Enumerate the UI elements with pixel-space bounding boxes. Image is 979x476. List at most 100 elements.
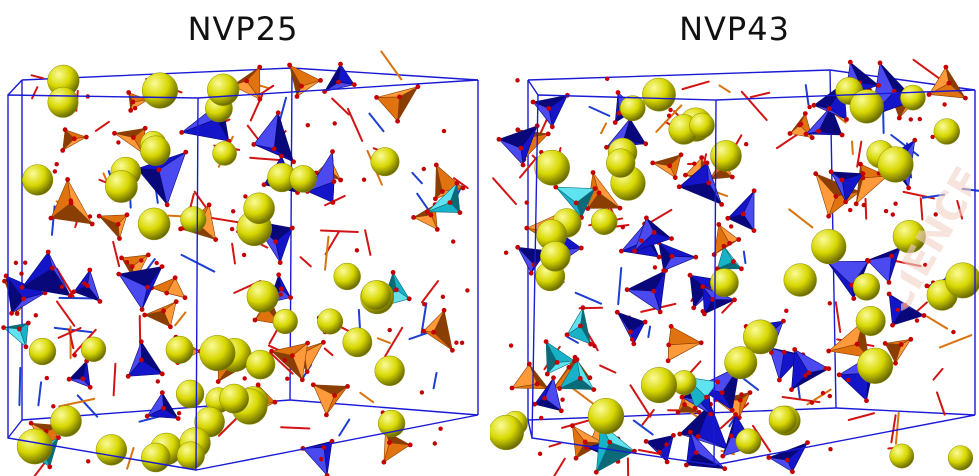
sodium-sphere [710, 268, 739, 297]
orange-polyhedron [48, 177, 95, 227]
blue-polyhedron [144, 390, 181, 421]
sodium-sphere [245, 349, 276, 380]
panel-nvp25: NVP25 [0, 0, 486, 476]
sodium-sphere [900, 84, 926, 111]
blue-polyhedron [656, 240, 699, 273]
sodium-sphere [783, 263, 817, 297]
sodium-sphere [180, 206, 207, 233]
orange-polyhedron [882, 336, 914, 366]
blue-polyhedron [66, 358, 93, 390]
sodium-sphere [377, 409, 406, 438]
orange-polyhedron [665, 324, 704, 364]
cyan-polyhedron [557, 357, 597, 392]
cell-frame-front [531, 89, 976, 466]
orange-polyhedron [310, 382, 350, 418]
cyan-polyhedron [543, 339, 577, 377]
sodium-sphere [50, 405, 82, 437]
orange-polyhedron [142, 299, 179, 330]
sodium-sphere [289, 165, 317, 193]
oxygen-atoms [503, 76, 956, 456]
sodium-sphere [811, 229, 847, 265]
sodium-sphere [272, 308, 298, 335]
sodium-sphere [175, 379, 205, 409]
sodium-sphere [735, 428, 762, 455]
sodium-sphere [317, 308, 344, 335]
sodium-sphere [947, 445, 974, 471]
sodium-sphere [857, 347, 894, 384]
cyan-polyhedron [715, 243, 744, 272]
orange-polyhedron [269, 340, 310, 383]
sodium-sphere [892, 220, 926, 254]
blue-polyhedron [643, 433, 676, 465]
orange-polyhedron [374, 84, 421, 124]
cell-frame-front [7, 79, 479, 471]
svg-text:SCIENCE: SCIENCE [901, 159, 971, 347]
orange-polyhedron [421, 307, 455, 353]
cyan-polyhedron [1, 320, 31, 350]
blue-polyhedron [789, 347, 832, 393]
sodium-sphere [374, 355, 405, 386]
sodium-sphere [933, 118, 960, 145]
panel-title: NVP25 [187, 10, 299, 48]
sodium-sphere [855, 306, 886, 336]
sodium-sphere [137, 207, 171, 241]
blue-polyhedron [251, 110, 296, 165]
sodium-sphere [743, 319, 778, 355]
blue-polyhedron [614, 309, 648, 347]
panel-nvp43: NVP43 SCIENCE [490, 0, 979, 476]
blue-polyhedron [766, 440, 810, 475]
sodium-sphere [212, 141, 237, 166]
blue-polyhedron [125, 339, 165, 379]
blue-polyhedron [532, 375, 564, 414]
sodium-sphere [207, 73, 240, 106]
sodium-sphere [80, 336, 107, 362]
blue-polyhedron [71, 267, 103, 304]
sodium-sphere [534, 149, 570, 186]
blue-polyhedron [116, 264, 165, 312]
sodium-sphere [141, 442, 171, 473]
sodium-sphere [361, 280, 392, 311]
watermark-logo: SCIENCE [901, 159, 971, 347]
sodium-sphere [47, 86, 79, 118]
sodium-sphere [243, 192, 275, 225]
sodium-sphere [140, 135, 171, 166]
orange-polyhedron [96, 212, 130, 241]
sodium-sphere [689, 112, 715, 139]
sodium-sphere [22, 164, 54, 196]
blue-polyhedron [725, 188, 757, 234]
sodium-sphere [606, 148, 636, 178]
sodium-sphere [105, 170, 138, 203]
sodium-sphere [710, 140, 742, 172]
sodium-sphere [849, 89, 884, 124]
panel-title: NVP43 [679, 10, 790, 48]
sodium-sphere [768, 405, 797, 434]
oxygen-atoms [13, 82, 470, 464]
blue-polyhedron [300, 438, 335, 476]
orange-polyhedron [509, 361, 551, 392]
sodium-sphere [852, 273, 881, 301]
sodium-sphere [877, 146, 914, 183]
orange-polyhedron [711, 222, 742, 257]
sodium-sphere [219, 383, 249, 414]
sodium-sphere [619, 95, 646, 122]
blue-polyhedron [19, 249, 73, 299]
sodium-sphere [333, 262, 361, 291]
sodium-sphere [642, 77, 676, 112]
cyan-polyhedron [553, 184, 598, 220]
sodium-sphere [95, 434, 128, 466]
sodium-sphere [165, 335, 194, 364]
sodium-sphere [246, 280, 279, 313]
sodium-sphere [889, 443, 915, 469]
sodium-sphere [945, 262, 979, 299]
sodium-sphere [141, 72, 179, 109]
orange-polyhedron [650, 152, 684, 181]
blue-polyhedron [828, 169, 866, 205]
blue-polyhedron [632, 215, 674, 254]
sodium-sphere [640, 367, 678, 404]
sodium-sphere [28, 337, 57, 366]
sodium-sphere [540, 241, 571, 272]
sodium-sphere [490, 414, 524, 451]
blue-polyhedron [803, 104, 845, 138]
cyan-polyhedron [564, 305, 593, 347]
structure-render-nvp43 [490, 58, 979, 476]
